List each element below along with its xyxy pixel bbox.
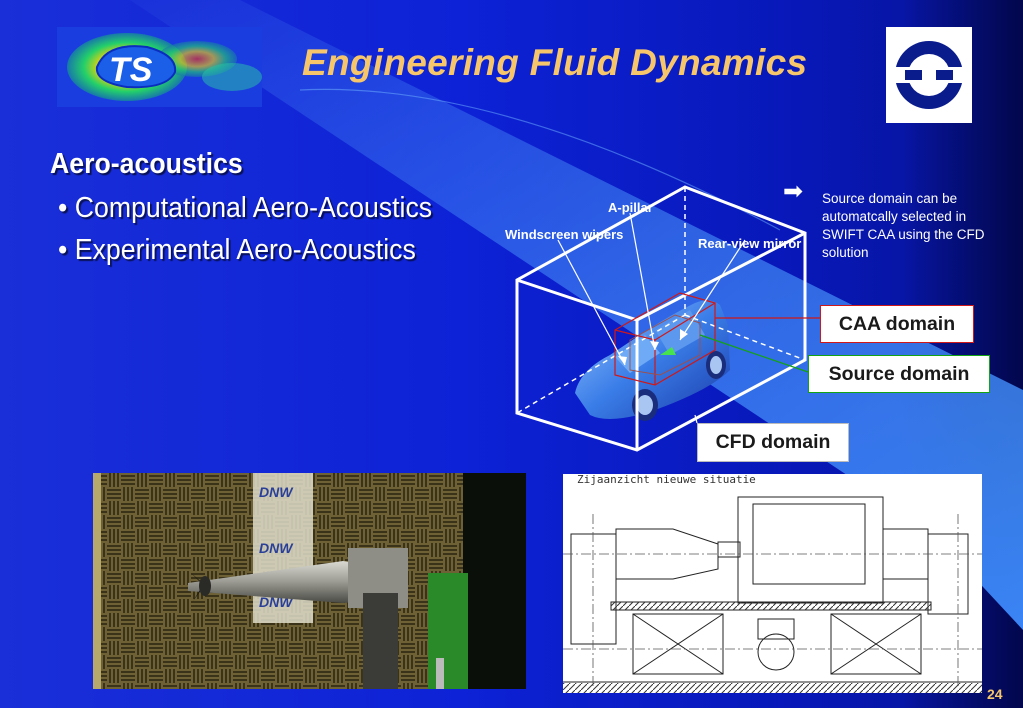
dnw-logo: DNW	[259, 484, 294, 500]
label-a-pillar: A-pillar	[608, 200, 653, 215]
bullet-item: • Experimental Aero-Acoustics	[58, 234, 416, 266]
caa-domain-label: CAA domain	[820, 305, 974, 343]
source-domain-note: Source domain can be automatcally select…	[822, 191, 985, 260]
ts-logo: TS	[57, 27, 262, 107]
right-arrow-icon: ➡	[783, 178, 804, 205]
section-heading: Aero-acoustics	[50, 148, 243, 180]
technical-drawing: Zijaanzicht nieuwe situatie	[563, 474, 982, 693]
label-rear-view-mirror: Rear-view mirror	[698, 236, 802, 251]
drawing-caption: Zijaanzicht nieuwe situatie	[577, 474, 756, 486]
ts-logo-text: TS	[109, 51, 153, 89]
page-number: 24	[987, 686, 1003, 702]
source-domain-label: Source domain	[808, 355, 990, 393]
label-windscreen-wipers: Windscreen wipers	[505, 227, 624, 242]
dnw-logo: DNW	[259, 540, 294, 556]
wind-tunnel-photo: DNW DNW DNW	[93, 473, 526, 689]
cfd-domain-label: CFD domain	[697, 423, 849, 462]
domain-diagram	[515, 185, 820, 452]
car-model	[575, 300, 730, 421]
page-title: Engineering Fluid Dynamics	[302, 42, 808, 83]
company-logo-icon	[886, 27, 972, 123]
bullet-item: • Computational Aero-Acoustics	[58, 192, 433, 224]
